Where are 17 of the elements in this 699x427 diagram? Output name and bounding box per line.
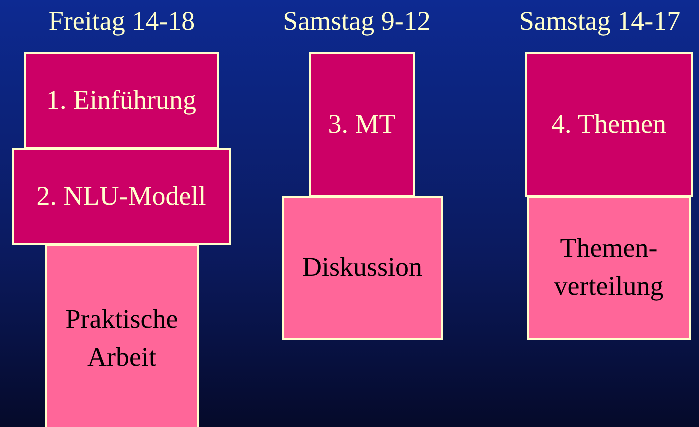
session-box xyxy=(24,52,219,149)
session-box xyxy=(309,52,415,197)
box-label: Themen- verteilung xyxy=(553,232,665,303)
activity-box xyxy=(527,196,691,340)
box-label: 3. MT xyxy=(328,108,396,141)
column-heading: Samstag 9-12 xyxy=(283,6,431,37)
box-label: Praktische Arbeit xyxy=(64,303,180,374)
column-heading: Freitag 14-18 xyxy=(48,6,196,37)
activity-box xyxy=(282,196,443,340)
session-box xyxy=(12,148,231,245)
box-label: 2. NLU-Modell xyxy=(36,180,206,213)
box-label: Diskussion xyxy=(302,251,423,284)
column-heading: Samstag 14-17 xyxy=(519,6,681,37)
box-label: 1. Einführung xyxy=(46,84,196,117)
box-label: 4. Themen xyxy=(552,108,666,141)
activity-box xyxy=(45,244,199,427)
session-box xyxy=(525,52,693,197)
